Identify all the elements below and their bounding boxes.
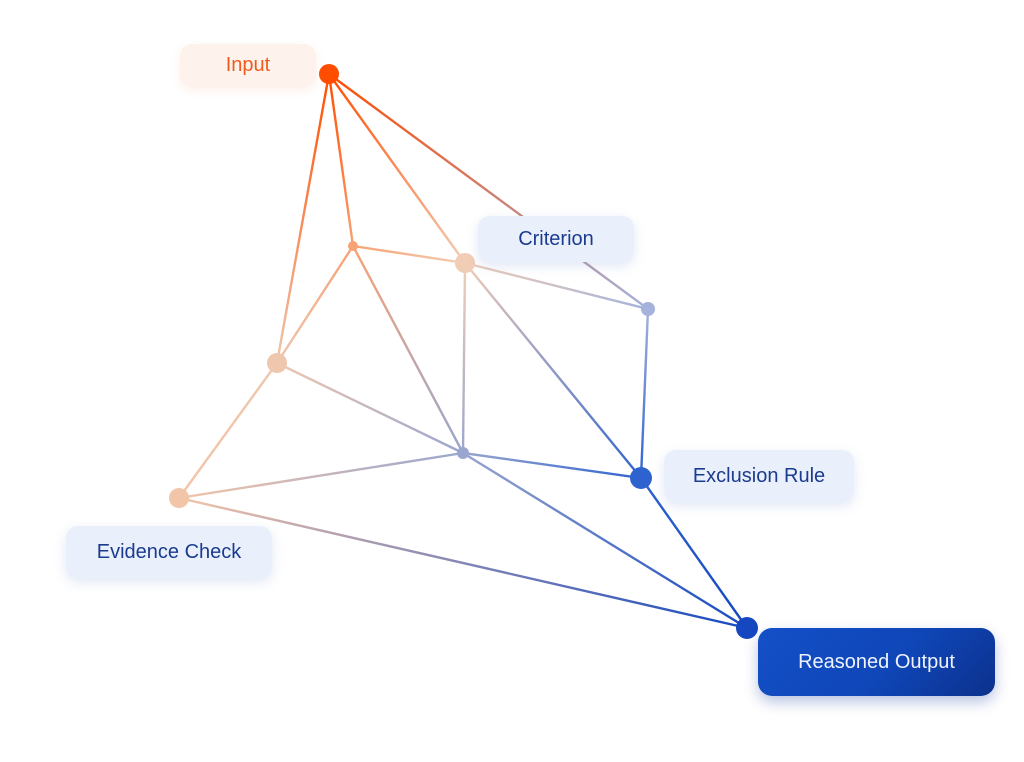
node-output bbox=[736, 617, 758, 639]
node-evidence bbox=[169, 488, 189, 508]
edge-n_left-to-evidence bbox=[177, 361, 279, 500]
edge-n_center-to-exclusion bbox=[461, 451, 643, 480]
edge-input-to-n_top bbox=[327, 72, 355, 248]
node-n-top bbox=[348, 241, 358, 251]
exclusion-rule-label: Exclusion Rule bbox=[664, 450, 854, 502]
edge-n_center-to-output bbox=[461, 451, 749, 630]
criterion-label: Criterion bbox=[478, 216, 634, 262]
edges-layer bbox=[177, 72, 749, 630]
edge-n_top-to-n_crit_left bbox=[351, 244, 467, 265]
edge-exclusion-to-output bbox=[639, 476, 749, 630]
edge-input-to-n_left bbox=[275, 72, 331, 365]
node-criterion bbox=[641, 302, 655, 316]
node-input bbox=[319, 64, 339, 84]
node-n-left bbox=[267, 353, 287, 373]
edge-n_crit_left-to-n_center bbox=[461, 261, 467, 455]
edge-input-to-criterion bbox=[327, 72, 650, 311]
edge-evidence-to-output bbox=[177, 496, 749, 630]
edge-n_left-to-n_center bbox=[275, 361, 465, 455]
edge-n_top-to-n_center bbox=[351, 244, 465, 455]
edge-criterion-to-exclusion bbox=[639, 307, 650, 480]
edge-input-to-n_crit_left bbox=[327, 72, 467, 265]
edge-n_top-to-n_left bbox=[275, 244, 355, 365]
edge-n_crit_left-to-criterion bbox=[463, 261, 650, 311]
node-n-crit-left bbox=[455, 253, 475, 273]
edge-evidence-to-n_center bbox=[177, 451, 465, 500]
edge-n_crit_left-to-exclusion bbox=[463, 261, 643, 480]
node-n-center bbox=[457, 447, 469, 459]
node-exclusion bbox=[630, 467, 652, 489]
evidence-check-label: Evidence Check bbox=[66, 526, 272, 578]
nodes-layer bbox=[169, 64, 758, 639]
input-label: Input bbox=[180, 44, 316, 86]
reasoned-output-label: Reasoned Output bbox=[758, 628, 995, 696]
